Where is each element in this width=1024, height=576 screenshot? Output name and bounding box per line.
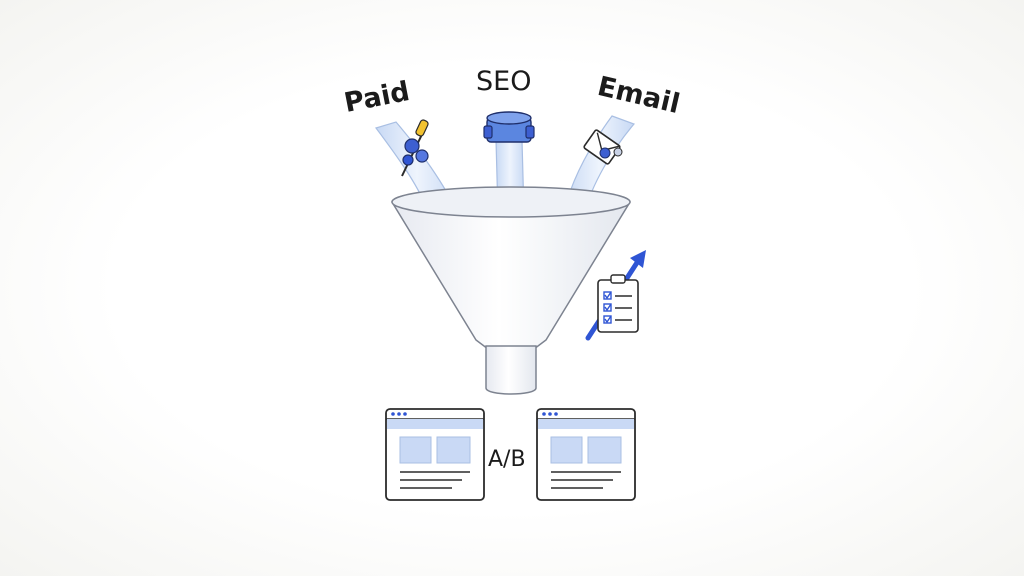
ab-test-label: A/B	[488, 447, 526, 472]
channel-label-seo: SEO	[476, 66, 532, 97]
browser-window-icon	[536, 408, 636, 501]
funnel	[391, 186, 631, 395]
envelope-icon	[583, 129, 623, 165]
browser-window-icon	[385, 408, 485, 501]
tools-icon	[401, 119, 429, 177]
checklist-icon	[597, 274, 639, 333]
database-icon	[483, 111, 535, 143]
